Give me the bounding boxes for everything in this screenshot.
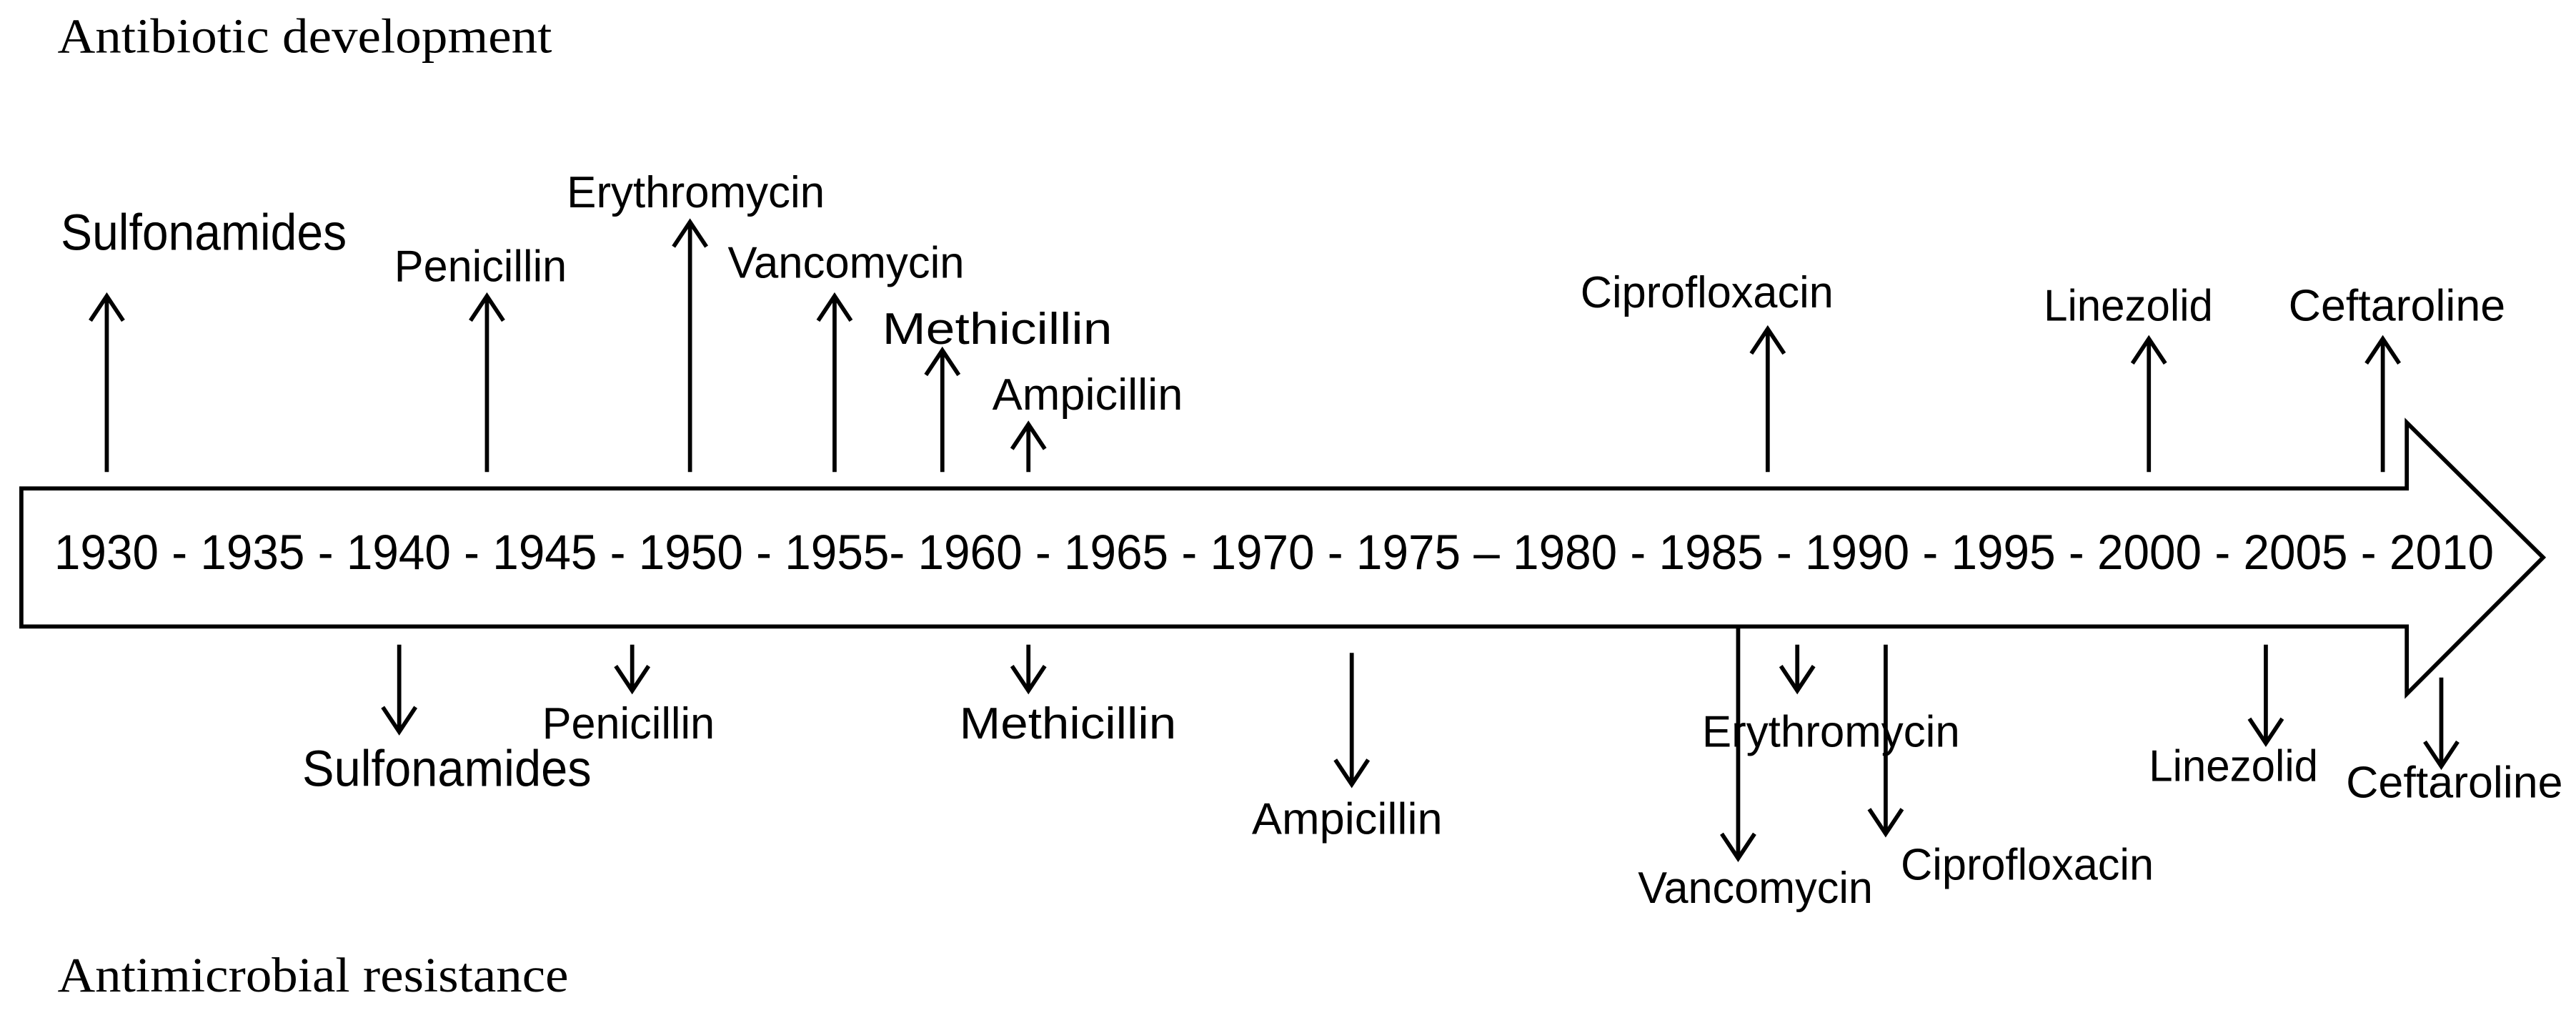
resistance-label-methicillin: Methicillin bbox=[960, 699, 1176, 748]
resistance-label-vancomycin: Vancomycin bbox=[1638, 864, 1873, 913]
development-label-ceftaroline: Ceftaroline bbox=[2289, 282, 2505, 331]
resistance-label-ciprofloxacin: Ciprofloxacin bbox=[1901, 841, 2154, 890]
development-label-penicillin: Penicillin bbox=[394, 242, 567, 291]
development-arrow-ampicillin bbox=[1010, 420, 1047, 473]
resistance-label-erythromycin: Erythromycin bbox=[1702, 707, 1960, 756]
resistance-title: Antimicrobial resistance bbox=[57, 948, 568, 1002]
resistance-arrow-sulfonamides bbox=[381, 644, 418, 736]
resistance-label-linezolid: Linezolid bbox=[2149, 742, 2318, 791]
development-arrow-penicillin bbox=[469, 292, 505, 473]
resistance-label-ceftaroline: Ceftaroline bbox=[2346, 758, 2562, 808]
resistance-arrow-ciprofloxacin bbox=[1867, 644, 1904, 838]
development-label-vancomycin: Vancomycin bbox=[728, 239, 965, 288]
development-arrow-methicillin bbox=[924, 346, 961, 473]
development-title: Antibiotic development bbox=[57, 9, 552, 64]
development-arrow-ceftaroline bbox=[2364, 335, 2402, 473]
resistance-arrow-ceftaroline bbox=[2423, 677, 2460, 771]
resistance-arrow-ampicillin bbox=[1333, 653, 1371, 789]
resistance-arrow-linezolid bbox=[2247, 644, 2284, 747]
resistance-arrow-erythromycin bbox=[1779, 644, 1816, 695]
development-label-erythromycin: Erythromycin bbox=[567, 168, 825, 217]
resistance-label-sulfonamides: Sulfonamides bbox=[302, 741, 592, 798]
development-arrow-linezolid bbox=[2130, 335, 2167, 473]
development-arrow-sulfonamides bbox=[89, 292, 125, 473]
development-label-sulfonamides: Sulfonamides bbox=[61, 204, 347, 262]
development-markers: SulfonamidesPenicillinErythromycinVancom… bbox=[61, 168, 2505, 473]
resistance-arrow-methicillin bbox=[1010, 644, 1047, 695]
development-label-ciprofloxacin: Ciprofloxacin bbox=[1581, 268, 1834, 317]
resistance-arrow-vancomycin bbox=[1720, 626, 1756, 862]
resistance-arrow-penicillin bbox=[614, 644, 651, 695]
timeline-arrow bbox=[19, 417, 2547, 699]
development-arrow-vancomycin bbox=[816, 292, 853, 473]
development-label-ampicillin: Ampicillin bbox=[993, 370, 1183, 420]
resistance-label-penicillin: Penicillin bbox=[542, 699, 715, 748]
resistance-label-ampicillin: Ampicillin bbox=[1252, 794, 1443, 844]
development-label-methicillin: Methicillin bbox=[882, 305, 1113, 354]
development-label-linezolid: Linezolid bbox=[2044, 282, 2213, 331]
development-arrow-erythromycin bbox=[672, 218, 709, 473]
timeline-year-labels: 1930 - 1935 - 1940 - 1945 - 1950 - 1955-… bbox=[54, 525, 2494, 580]
development-arrow-ciprofloxacin bbox=[1749, 325, 1786, 473]
